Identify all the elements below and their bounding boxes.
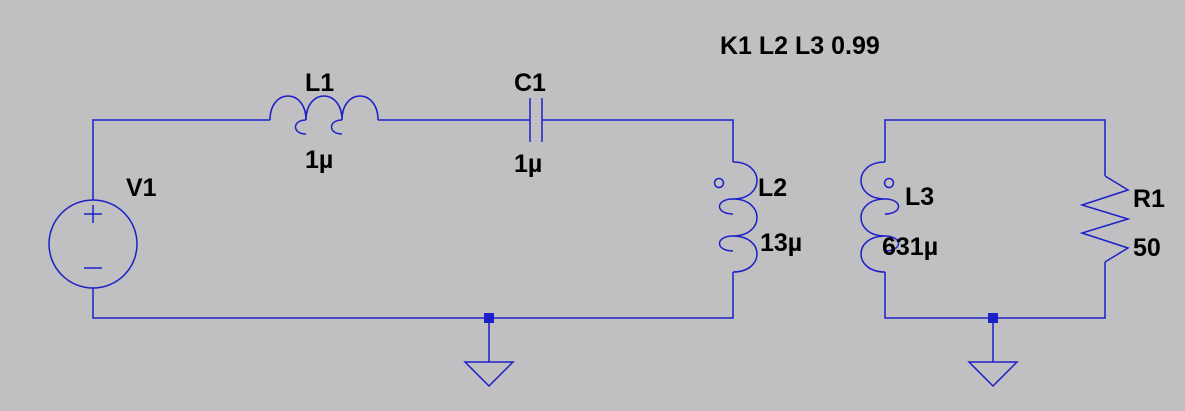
l3-ref-label: L3 bbox=[905, 183, 934, 211]
l2-value-label: 13µ bbox=[760, 229, 802, 257]
l1-ref-label: L1 bbox=[305, 69, 334, 97]
ground-symbol-2-icon[interactable] bbox=[967, 361, 1019, 388]
c1-value-label: 1µ bbox=[514, 150, 542, 178]
inductor-l3-coil bbox=[860, 161, 886, 273]
inductor-l1[interactable] bbox=[269, 95, 379, 135]
r1-value-label: 50 bbox=[1133, 234, 1161, 262]
junction-node-1[interactable] bbox=[484, 313, 494, 323]
inductor-l3[interactable] bbox=[860, 161, 900, 273]
l3-value-label: 631µ bbox=[882, 233, 938, 261]
c1-ref-label: C1 bbox=[514, 69, 546, 97]
capacitor-c1[interactable] bbox=[529, 98, 543, 142]
plus-sign-icon bbox=[84, 205, 102, 223]
wire-v1-to-l1[interactable] bbox=[92, 119, 270, 200]
inductor-l2-coil bbox=[732, 161, 758, 273]
r1-ref-label: R1 bbox=[1133, 185, 1165, 213]
inductor-l3-loops bbox=[884, 198, 900, 252]
inductor-l1-coil bbox=[269, 95, 379, 121]
voltage-source-circle bbox=[48, 199, 138, 289]
voltage-source-v1[interactable] bbox=[48, 199, 138, 289]
inductor-l2[interactable] bbox=[713, 161, 758, 273]
l2-ref-label: L2 bbox=[758, 174, 787, 202]
wire-r1-to-ground-to-l3[interactable] bbox=[884, 262, 1106, 319]
spice-directive-coupling[interactable]: K1 L2 L3 0.99 bbox=[720, 32, 880, 60]
polarity-dot-l3-icon bbox=[883, 177, 895, 189]
wire-c1-to-l2[interactable] bbox=[542, 119, 734, 162]
inductor-l2-loops bbox=[718, 198, 734, 252]
polarity-dot-l2-icon bbox=[713, 177, 725, 189]
wire-l2-to-ground-to-v1[interactable] bbox=[92, 272, 734, 319]
junction-node-2[interactable] bbox=[988, 313, 998, 323]
l1-value-label: 1µ bbox=[305, 146, 333, 174]
ground-symbol-1-icon[interactable] bbox=[463, 361, 515, 388]
v1-ref-label: V1 bbox=[126, 174, 157, 202]
resistor-r1[interactable] bbox=[1079, 175, 1131, 263]
wire-l3-to-r1[interactable] bbox=[884, 119, 1106, 176]
primary-loop-wires bbox=[92, 119, 734, 362]
inductor-l1-loops bbox=[294, 119, 343, 135]
resistor-r1-zigzag bbox=[1079, 175, 1131, 263]
